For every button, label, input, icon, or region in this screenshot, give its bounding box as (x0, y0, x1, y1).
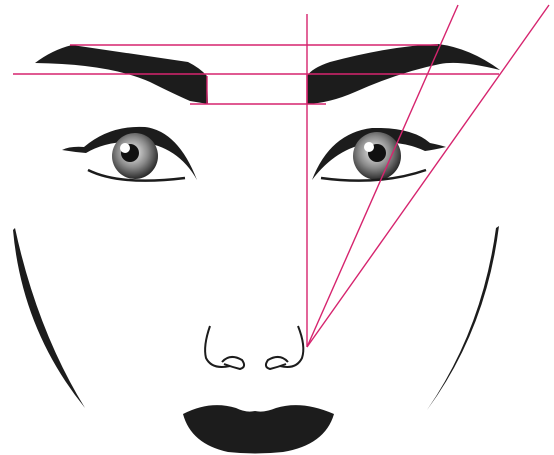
left-cheek-contour (13, 228, 85, 408)
right-eye (312, 128, 446, 181)
nose (205, 326, 303, 369)
lips (183, 405, 334, 453)
right-cheek-contour (427, 226, 499, 410)
left-eye (62, 127, 197, 181)
